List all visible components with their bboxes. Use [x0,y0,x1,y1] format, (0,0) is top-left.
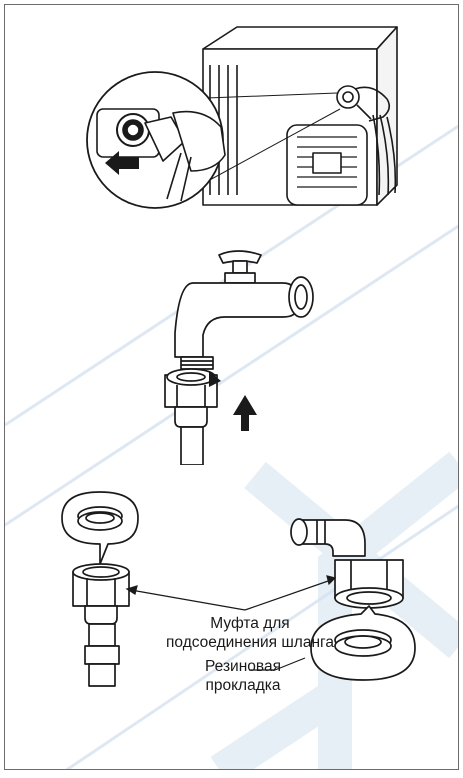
faucet-illustration [164,250,314,465]
coupling-label-line1: Муфта для [210,615,290,632]
machine-inlet-illustration [86,26,398,209]
coupling-gasket-illustration [61,491,416,687]
gasket-label-line1: Резиновая [205,658,281,675]
instruction-page: Муфта для подсоединения шланга Резиновая… [4,4,459,770]
coupling-label: Муфта для подсоединения шланга [145,614,355,652]
gasket-label: Резиновая прокладка [193,657,293,695]
gasket-label-line2: прокладка [205,677,281,694]
coupling-label-line2: подсоединения шланга [166,634,334,651]
